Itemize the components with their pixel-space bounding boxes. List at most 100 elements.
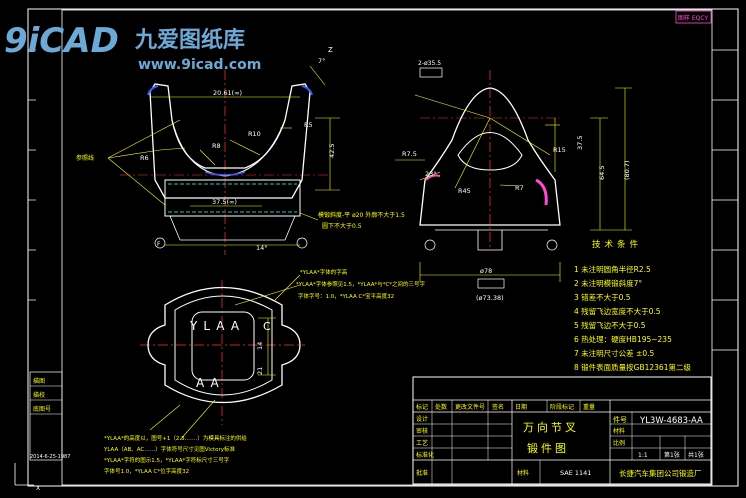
left-strip: 描图 描校 底图号 2014-6-25-1987 bbox=[29, 371, 70, 461]
label-z: Z bbox=[328, 46, 333, 54]
watermark: 9iCAD 九爱图纸库 www.9icad.com bbox=[4, 21, 261, 73]
tech-req-title: 技术条件 bbox=[592, 239, 642, 250]
tb-hdr-change: 标记 bbox=[416, 403, 428, 411]
top-outline bbox=[147, 286, 301, 404]
top-view: YLAA C AA 14 21 *YLAA*字体的字高 *YLAA*字体参照见1… bbox=[103, 268, 426, 475]
tb-process: 工艺 bbox=[416, 439, 428, 447]
hub-draft-left bbox=[169, 215, 181, 241]
drawing-code-box bbox=[675, 10, 712, 24]
watermark-logo: 9iCAD bbox=[4, 21, 119, 61]
datum-label-front: F bbox=[157, 241, 161, 248]
callout-left-arrow: 参照线 bbox=[76, 154, 94, 162]
tb-total: 共1张 bbox=[688, 451, 704, 459]
tb-approve: 批准 bbox=[416, 469, 428, 477]
bottom-note-3: *YLAA*字符的图示1.5，*YLAA*字符标尺寸三号字 bbox=[104, 456, 230, 464]
left-strip-date: 2014-6-25-1987 bbox=[30, 454, 70, 460]
tech-req-item: 5 残留飞边不大于0.5 bbox=[574, 320, 646, 330]
watermark-brand: 九爱图纸库 bbox=[134, 27, 245, 53]
tb-check: 审核 bbox=[416, 427, 428, 435]
dim-14: 14 bbox=[256, 342, 264, 350]
dim-r10: R10 bbox=[248, 130, 261, 138]
title-block: 标记 处数 更改文件号 签名 日期 阶段标记 重量 设计 审核 工艺 标准化 批… bbox=[412, 376, 712, 485]
dim-w78: ø78 bbox=[480, 267, 492, 275]
tol-frame bbox=[419, 67, 443, 78]
tb-hdr-date: 日期 bbox=[515, 403, 527, 411]
mark-aa: AA bbox=[196, 376, 225, 390]
ucs-icon bbox=[14, 463, 34, 486]
tol-frame-bottom bbox=[477, 278, 505, 289]
dim-r7-5: R7.5 bbox=[402, 150, 417, 158]
tb-lbl-mat-bottom: 材料 bbox=[517, 469, 529, 477]
top-window bbox=[191, 311, 255, 381]
dim-21: 21 bbox=[256, 367, 264, 375]
left-strip-cell1: 描图 bbox=[33, 377, 45, 385]
callout-draft-2: 圆下不大于0.5 bbox=[322, 222, 362, 230]
dim-r8: R8 bbox=[212, 142, 221, 150]
tech-req-item: 1 未注明圆角半径R2.5 bbox=[574, 264, 651, 274]
tech-req-item: 3 错差不大于0.5 bbox=[574, 292, 631, 302]
angle7-leader bbox=[309, 65, 326, 86]
ucs-x: X bbox=[36, 485, 40, 492]
dim-r7: R7 bbox=[515, 184, 524, 192]
tb-lbl-partno: 件号 bbox=[613, 415, 627, 424]
drawing-code: 图样 EQCY bbox=[678, 14, 709, 22]
dim-h64-5: 64.5 bbox=[598, 166, 606, 180]
bottom-note-4: 字体号1.0，*YLAA C*位字高度32 bbox=[104, 467, 189, 475]
tb-part-no: YL3W-4683-AA bbox=[639, 416, 703, 426]
dim-width-top: 20.61(∞) bbox=[213, 89, 242, 97]
datum-circle-side bbox=[424, 239, 436, 251]
tb-hdr-count: 处数 bbox=[435, 403, 447, 411]
tech-req-item: 8 锻件表面质量按GB12361第二级 bbox=[574, 362, 691, 372]
tech-req-item: 2 未注明模锻斜度7° bbox=[574, 278, 642, 288]
tb-scale: 1:1 bbox=[638, 452, 648, 459]
blue-arc-right bbox=[301, 85, 313, 96]
bottom-note-2: YLAA（AB、AC……）字体符号尺寸见图Victory标准 bbox=[103, 445, 236, 453]
tb-hdr-stage: 阶段标记 bbox=[550, 403, 574, 411]
frame-ticks bbox=[28, 49, 738, 351]
front-view: F 20.61(∞) R10 R5 R8 R6 42.5 37.5(∞) 14°… bbox=[76, 46, 405, 255]
blue-arc-bottom bbox=[204, 171, 246, 176]
dim-w37-5: 37.5(∞) bbox=[212, 198, 237, 206]
mark-c: C bbox=[263, 320, 271, 333]
dim-h42-5: 42.5 bbox=[328, 144, 336, 158]
callout-mid-1: *YLAA*字体的字高 bbox=[300, 268, 348, 276]
drawing-frame bbox=[61, 9, 713, 486]
title-block-frame bbox=[412, 376, 712, 485]
side-outline bbox=[419, 87, 561, 226]
tb-lbl-scale: 比例 bbox=[613, 439, 625, 447]
dim-w73-38: (ø73.38) bbox=[476, 294, 504, 302]
tb-part-name-2: 锻件图 bbox=[527, 441, 569, 455]
watermark-url: www.9icad.com bbox=[138, 57, 261, 73]
tech-req-item: 4 残留飞边宽度不大于0.5 bbox=[574, 306, 661, 316]
datum-circle-front bbox=[154, 237, 166, 249]
side-leaders bbox=[395, 87, 632, 282]
dim-h37-5: 37.5 bbox=[576, 136, 584, 150]
dim-h80-7: (80.7) bbox=[623, 160, 631, 180]
fork-inner-curve bbox=[171, 119, 286, 177]
dim-r15: R15 bbox=[553, 146, 566, 154]
hub-hidden-lines bbox=[168, 183, 297, 213]
datum-circle-front-2 bbox=[296, 237, 308, 249]
left-strip-cell3: 底图号 bbox=[33, 405, 51, 413]
top-inner-outline bbox=[174, 295, 273, 396]
tb-lbl-mat: 材料 bbox=[613, 427, 625, 435]
callout-mid-2: *YLAA*字体参照见1.5，*YLAA*与*C*之间的三号字 bbox=[296, 280, 426, 288]
tb-hdr-weight: 重量 bbox=[583, 403, 595, 411]
tb-sheet: 第1张 bbox=[664, 451, 680, 459]
blue-arc-left bbox=[147, 85, 159, 96]
side-view: 2-ø35.5 R7.5 R15 37.5 64.5 (80.7) R45 R7… bbox=[395, 60, 632, 302]
tb-std: 标准化 bbox=[416, 451, 434, 459]
side-magenta-arc-left bbox=[425, 174, 441, 181]
left-strip-frame bbox=[29, 371, 63, 461]
tech-requirements: 技术条件 1 未注明圆角半径R2.5 2 未注明模锻斜度7° 3 错差不大于0.… bbox=[574, 239, 691, 372]
fork-outline bbox=[149, 83, 311, 199]
tech-req-item: 6 热处理：硬度HB195~235 bbox=[574, 334, 672, 344]
side-stub bbox=[477, 230, 503, 251]
hub-outline bbox=[164, 179, 301, 217]
top-leaders bbox=[149, 274, 301, 441]
dim-angle14: 14° bbox=[256, 244, 268, 252]
dim-r6: R6 bbox=[140, 154, 149, 162]
left-strip-cell2: 描校 bbox=[33, 391, 45, 399]
callout-mid-3: 字体字号：1.0，*YLAA C*宝平高度32 bbox=[298, 292, 394, 300]
